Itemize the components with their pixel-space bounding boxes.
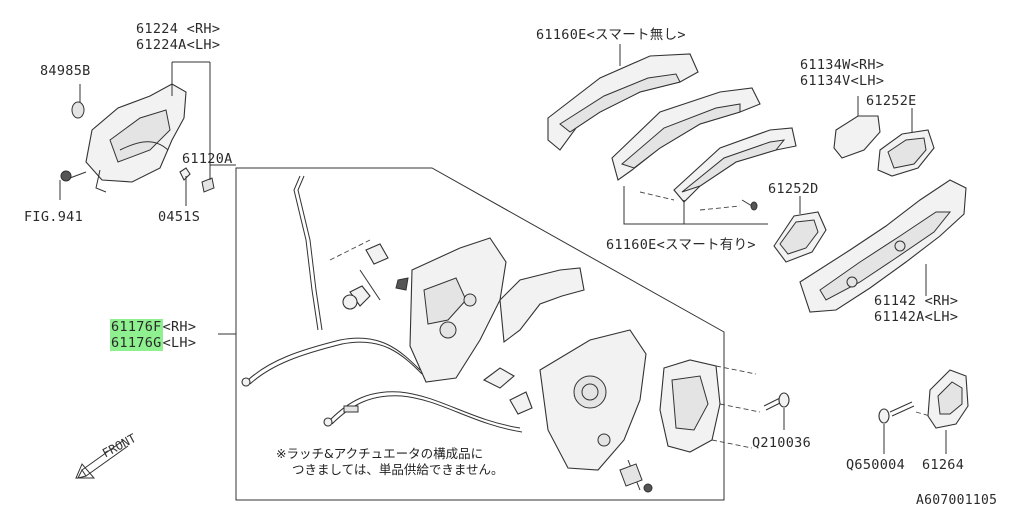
- handle-cover-61134: [833, 96, 881, 159]
- handle-frame-61142: [799, 179, 967, 313]
- label-61176f-side: <RH>: [162, 319, 197, 335]
- label-61224: 61224 <RH>: [136, 21, 221, 37]
- label-61142: 61142 <RH>: [874, 293, 959, 309]
- rod: [293, 175, 319, 331]
- front-arrow-icon: [75, 439, 129, 479]
- outer-handle-smart: [611, 87, 797, 211]
- label-61176g-side: <LH>: [162, 335, 197, 351]
- leader-61224: [171, 61, 211, 180]
- label-61176f: 61176F<RH>: [110, 319, 197, 335]
- screw-q650004: [878, 401, 915, 454]
- label-61264: 61264: [922, 457, 965, 473]
- label-fig941: FIG.941: [24, 209, 83, 225]
- leader-61160e-yes: [623, 186, 768, 225]
- cable-61176: [247, 337, 421, 381]
- inner-handle-assembly: [60, 83, 215, 193]
- note-line-1: ※ラッチ&アクチュエータの構成品に: [276, 446, 484, 461]
- label-61176g-part: 61176G: [110, 335, 163, 351]
- latch-actuator: [342, 237, 507, 383]
- label-61134v: 61134V<LH>: [800, 73, 885, 89]
- latch-body-lower: [482, 329, 653, 493]
- latch-plate: [659, 359, 761, 453]
- label-61176g: 61176G<LH>: [110, 335, 197, 351]
- label-61160e-smart: 61160E<スマート有り>: [606, 237, 756, 253]
- label-61142a: 61142A<LH>: [874, 309, 959, 325]
- lever: [499, 267, 585, 344]
- gasket-61252d: [773, 196, 827, 263]
- label-61160e-no-smart: 61160E<スマート無し>: [536, 27, 686, 43]
- note-line-2: つきましては、単品供給できません。: [292, 462, 504, 477]
- label-84985b: 84985B: [40, 63, 91, 79]
- label-61176f-part: 61176F: [110, 319, 163, 335]
- diagram-id: A607001105: [916, 493, 998, 508]
- label-61252d: 61252D: [768, 181, 819, 197]
- label-0451s: 0451S: [158, 209, 201, 225]
- latch-group-frame: [235, 167, 725, 501]
- gasket-61252e: [877, 108, 935, 177]
- screw-q210036: [763, 392, 790, 430]
- label-61134w: 61134W<RH>: [800, 57, 885, 73]
- label-q210036: Q210036: [752, 435, 811, 451]
- outer-handle-no-smart: [547, 53, 699, 151]
- label-61224a: 61224A<LH>: [136, 37, 221, 53]
- label-61120a: 61120A: [182, 151, 233, 167]
- label-61252e: 61252E: [866, 93, 917, 109]
- label-q650004: Q650004: [846, 457, 905, 473]
- striker-61264: [915, 369, 969, 454]
